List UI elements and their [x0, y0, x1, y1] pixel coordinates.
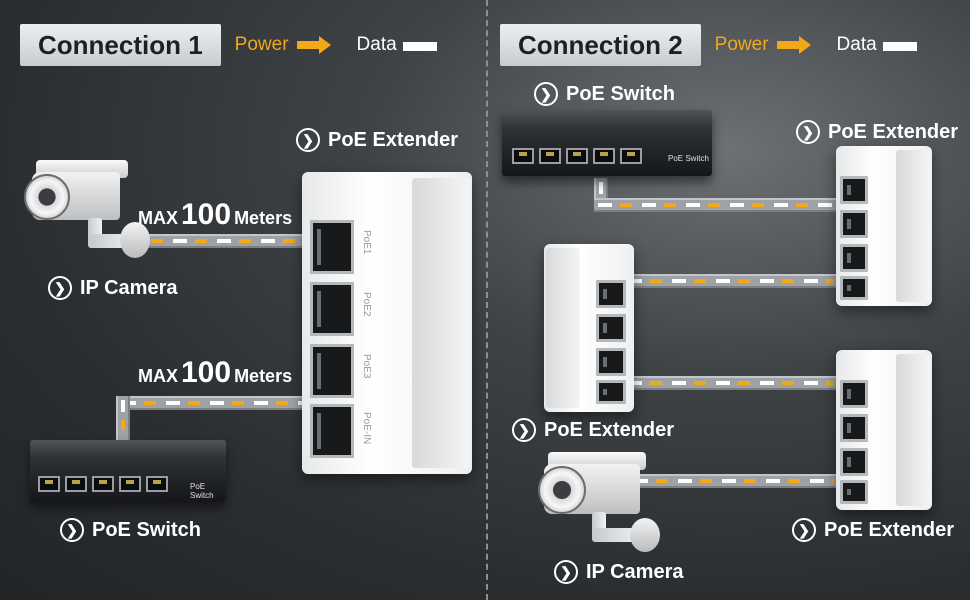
port-label: PoE2 — [361, 292, 372, 317]
poe-extender-left: PoE1 PoE2 PoE3 PoE-IN — [302, 172, 472, 474]
power-arrow-icon — [296, 36, 331, 54]
poe-extender-label-right-mid: ❯ PoE Extender — [512, 418, 674, 442]
poe-port-in — [310, 404, 354, 458]
cable-camera-to-extender — [125, 234, 305, 248]
port-icon — [593, 148, 615, 164]
ip-camera-text: IP Camera — [80, 276, 178, 299]
poe-extender-text: PoE Extender — [544, 418, 675, 441]
port-icon — [38, 476, 60, 492]
camera-lens-icon — [24, 174, 70, 220]
chevron-circle-icon: ❯ — [534, 82, 558, 106]
poe-extender-text: PoE Extender — [824, 518, 955, 541]
chevron-circle-icon: ❯ — [296, 128, 320, 152]
port-icon — [539, 148, 561, 164]
port-icon — [620, 148, 642, 164]
data-legend-label: Data — [836, 34, 877, 55]
poe-port — [840, 244, 868, 272]
poe-port — [596, 280, 626, 308]
port-label: PoE3 — [361, 354, 372, 379]
port-icon — [119, 476, 141, 492]
port-icon — [566, 148, 588, 164]
chevron-circle-icon: ❯ — [48, 276, 72, 300]
poe-port — [840, 448, 868, 476]
connection-2-header: Connection 2 Power Data — [500, 24, 917, 66]
poe-port — [840, 276, 868, 300]
poe-switch-text: PoE Switch — [92, 518, 201, 541]
cable-switch-to-extender — [118, 396, 306, 410]
poe-extender-label-left: ❯ PoE Extender — [296, 128, 458, 152]
port-icon — [512, 148, 534, 164]
chevron-circle-icon: ❯ — [792, 518, 816, 542]
switch-brand-label: PoE Switch — [668, 154, 709, 163]
port-label: PoE-IN — [361, 412, 372, 445]
poe-port-3 — [310, 344, 354, 398]
poe-extender-right-top — [836, 146, 932, 306]
poe-port — [596, 348, 626, 376]
connection-1-title: Connection 1 — [20, 24, 221, 66]
distance-label-top: MAX 100 Meters — [138, 198, 292, 232]
distance-unit: Meters — [234, 208, 293, 228]
section-divider — [486, 0, 488, 600]
switch-ports — [512, 148, 642, 164]
poe-port — [840, 414, 868, 442]
distance-number: 100 — [181, 356, 232, 389]
poe-extender-label-right-top: ❯ PoE Extender — [796, 120, 958, 144]
ip-camera-text: IP Camera — [586, 560, 684, 583]
poe-extender-right-mid — [544, 244, 634, 412]
poe-port-2 — [310, 282, 354, 336]
connection-2-title: Connection 2 — [500, 24, 701, 66]
poe-port — [840, 480, 868, 504]
poe-switch-left: PoE Switch — [30, 440, 226, 502]
distance-prefix: MAX — [138, 208, 178, 228]
cable-extender-bottom-to-camera — [630, 474, 838, 488]
switch-brand-label: PoE Switch — [190, 482, 214, 500]
poe-switch-label-right: ❯ PoE Switch — [534, 82, 675, 106]
data-bar-icon — [882, 42, 917, 51]
ip-camera-label-left: ❯ IP Camera — [48, 276, 177, 300]
poe-switch-text: PoE Switch — [566, 82, 675, 105]
poe-extender-label-right-bottom: ❯ PoE Extender — [792, 518, 954, 542]
power-legend-label: Power — [234, 34, 289, 55]
cable-switch-riser — [116, 396, 130, 440]
power-arrow-icon — [776, 36, 811, 54]
distance-unit: Meters — [234, 366, 293, 386]
power-legend-label: Power — [714, 34, 769, 55]
poe-port — [840, 176, 868, 204]
poe-extender-text: PoE Extender — [328, 128, 459, 151]
distance-prefix: MAX — [138, 366, 178, 386]
chevron-circle-icon: ❯ — [60, 518, 84, 542]
ip-camera-left — [20, 160, 150, 260]
chevron-circle-icon: ❯ — [512, 418, 536, 442]
poe-port — [596, 314, 626, 342]
ip-camera-label-right: ❯ IP Camera — [554, 560, 683, 584]
switch-ports — [38, 476, 168, 492]
data-bar-icon — [402, 42, 437, 51]
distance-label-bottom: MAX 100 Meters — [138, 356, 292, 390]
port-icon — [65, 476, 87, 492]
chevron-circle-icon: ❯ — [796, 120, 820, 144]
port-icon — [146, 476, 168, 492]
cable-extender-mid-to-bottom — [624, 376, 838, 390]
poe-switch-right: PoE Switch — [502, 110, 712, 176]
camera-lens-icon — [538, 466, 586, 514]
chevron-circle-icon: ❯ — [554, 560, 578, 584]
distance-number: 100 — [181, 198, 232, 231]
connection-1-header: Connection 1 Power Data — [20, 24, 437, 66]
poe-port-1 — [310, 220, 354, 274]
port-icon — [92, 476, 114, 492]
poe-extender-text: PoE Extender — [828, 120, 959, 143]
poe-port — [840, 380, 868, 408]
cable-switch-to-extender-top — [594, 198, 838, 212]
cable-extender-top-to-mid — [624, 274, 838, 288]
poe-port — [596, 380, 626, 404]
poe-port — [840, 210, 868, 238]
poe-extender-right-bottom — [836, 350, 932, 510]
ip-camera-right — [532, 452, 662, 554]
poe-switch-label-left: ❯ PoE Switch — [60, 518, 201, 542]
data-legend-label: Data — [356, 34, 397, 55]
port-label: PoE1 — [361, 230, 372, 255]
